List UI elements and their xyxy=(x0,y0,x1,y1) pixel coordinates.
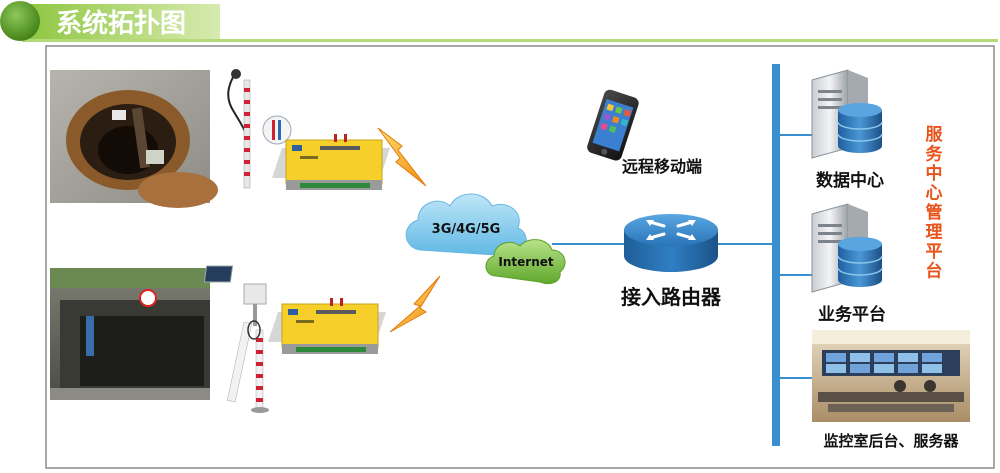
mobile-label: 远程移动端 xyxy=(622,157,702,176)
level-sensor-icon xyxy=(227,69,292,189)
network-bus xyxy=(772,64,780,446)
title-banner: 系统拓扑图 xyxy=(0,1,998,42)
platform-label-char: 平 xyxy=(926,242,943,262)
cloud-icon: 3G/4G/5G Internet xyxy=(405,193,566,285)
diagram-frame xyxy=(45,45,995,469)
platform-label-char: 服 xyxy=(926,125,944,145)
platform-label-char: 台 xyxy=(926,261,943,282)
monitor-label: 监控室后台、服务器 xyxy=(823,432,959,450)
platform-label-char: 管 xyxy=(926,202,943,223)
platform-label: 服务中心管理平台 xyxy=(926,125,944,282)
internet-label: Internet xyxy=(498,255,553,269)
lightning-icon-top xyxy=(377,127,427,187)
router-label: 接入路由器 xyxy=(621,285,722,309)
router-icon xyxy=(624,214,718,272)
business-label: 业务平台 xyxy=(818,304,886,325)
manhole-photo xyxy=(50,70,218,208)
datacenter-label: 数据中心 xyxy=(816,170,884,191)
tunnel-photo xyxy=(50,268,210,400)
server-icon-datacenter xyxy=(811,69,883,159)
platform-label-char: 中 xyxy=(926,163,943,184)
smartphone-icon xyxy=(587,89,639,161)
control-room-photo xyxy=(812,330,970,422)
solar-sensor-icon xyxy=(203,265,269,413)
title-bullet-icon xyxy=(0,1,40,41)
rtu-device-icon-top xyxy=(272,134,390,190)
rtu-device-icon-bottom xyxy=(268,298,386,354)
page-title: 系统拓扑图 xyxy=(56,8,186,39)
platform-label-char: 心 xyxy=(926,184,943,204)
platform-label-char: 务 xyxy=(926,144,944,165)
lightning-icon-bottom xyxy=(389,275,441,333)
cloud-label: 3G/4G/5G xyxy=(432,222,501,237)
server-icon-business xyxy=(811,203,883,293)
platform-label-char: 理 xyxy=(926,223,943,243)
